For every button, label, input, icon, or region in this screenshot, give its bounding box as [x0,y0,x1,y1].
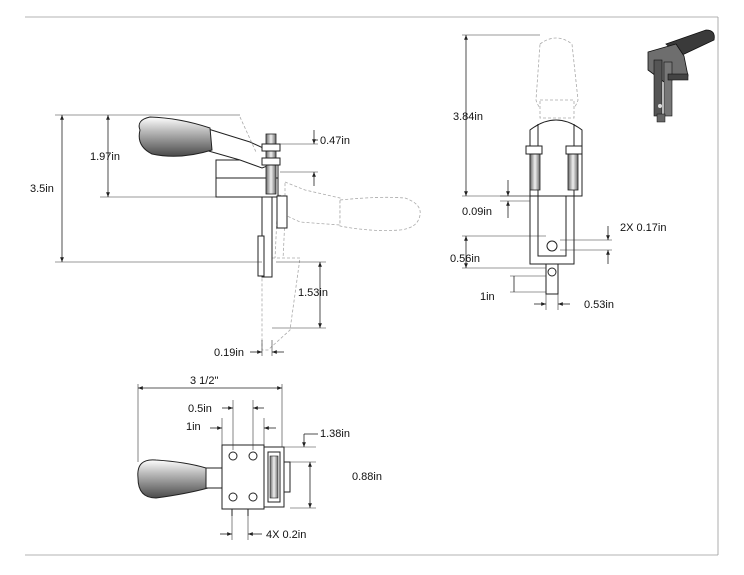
mounting-hole [248,492,258,502]
mounting-hole [228,451,238,461]
dim-1in-front: 1in [480,291,495,303]
dim-0-88in: 0.88in [352,471,382,483]
dim-1-53in: 1.53in [298,287,328,299]
dim-3-1-2: 3 1/2" [190,375,218,387]
dim-1-97in: 1.97in [90,151,120,163]
dim-0-19in: 0.19in [214,347,244,359]
front-view: 3.84in 0.09in 0.56in 2X 0.17in 1in 0.53i… [450,34,666,311]
top-view-handle-grip [137,459,209,499]
mounting-hole [228,492,238,502]
sheet-border [25,16,719,556]
dim-3-5in: 3.5in [30,183,54,195]
dim-1in-top: 1in [186,421,201,433]
clamp-3d-thumbnail-icon [647,29,715,123]
side-view-handle-grip [138,116,213,157]
dim-0-09in: 0.09in [462,206,492,218]
dim-1-38in: 1.38in [320,428,350,440]
mounting-hole [248,451,258,461]
dim-0-5in: 0.5in [188,403,212,415]
side-view: 3.5in 1.97in 0.47in 1.53in 0.19in [30,114,421,359]
top-view: 3 1/2" 0.5in 1in 1.38in 0.88in 4X 0.2in [137,375,382,541]
top-view-base-plate [221,444,265,510]
dim-3-84in: 3.84in [453,111,483,123]
side-view-open-handle-ghost [261,181,421,351]
dim-0-47in: 0.47in [320,135,350,147]
dim-0-53in: 0.53in [584,299,614,311]
dim-4x-0-2in: 4X 0.2in [266,529,306,541]
dim-0-56in: 0.56in [450,253,480,265]
dim-2x-0-17in: 2X 0.17in [620,222,666,234]
